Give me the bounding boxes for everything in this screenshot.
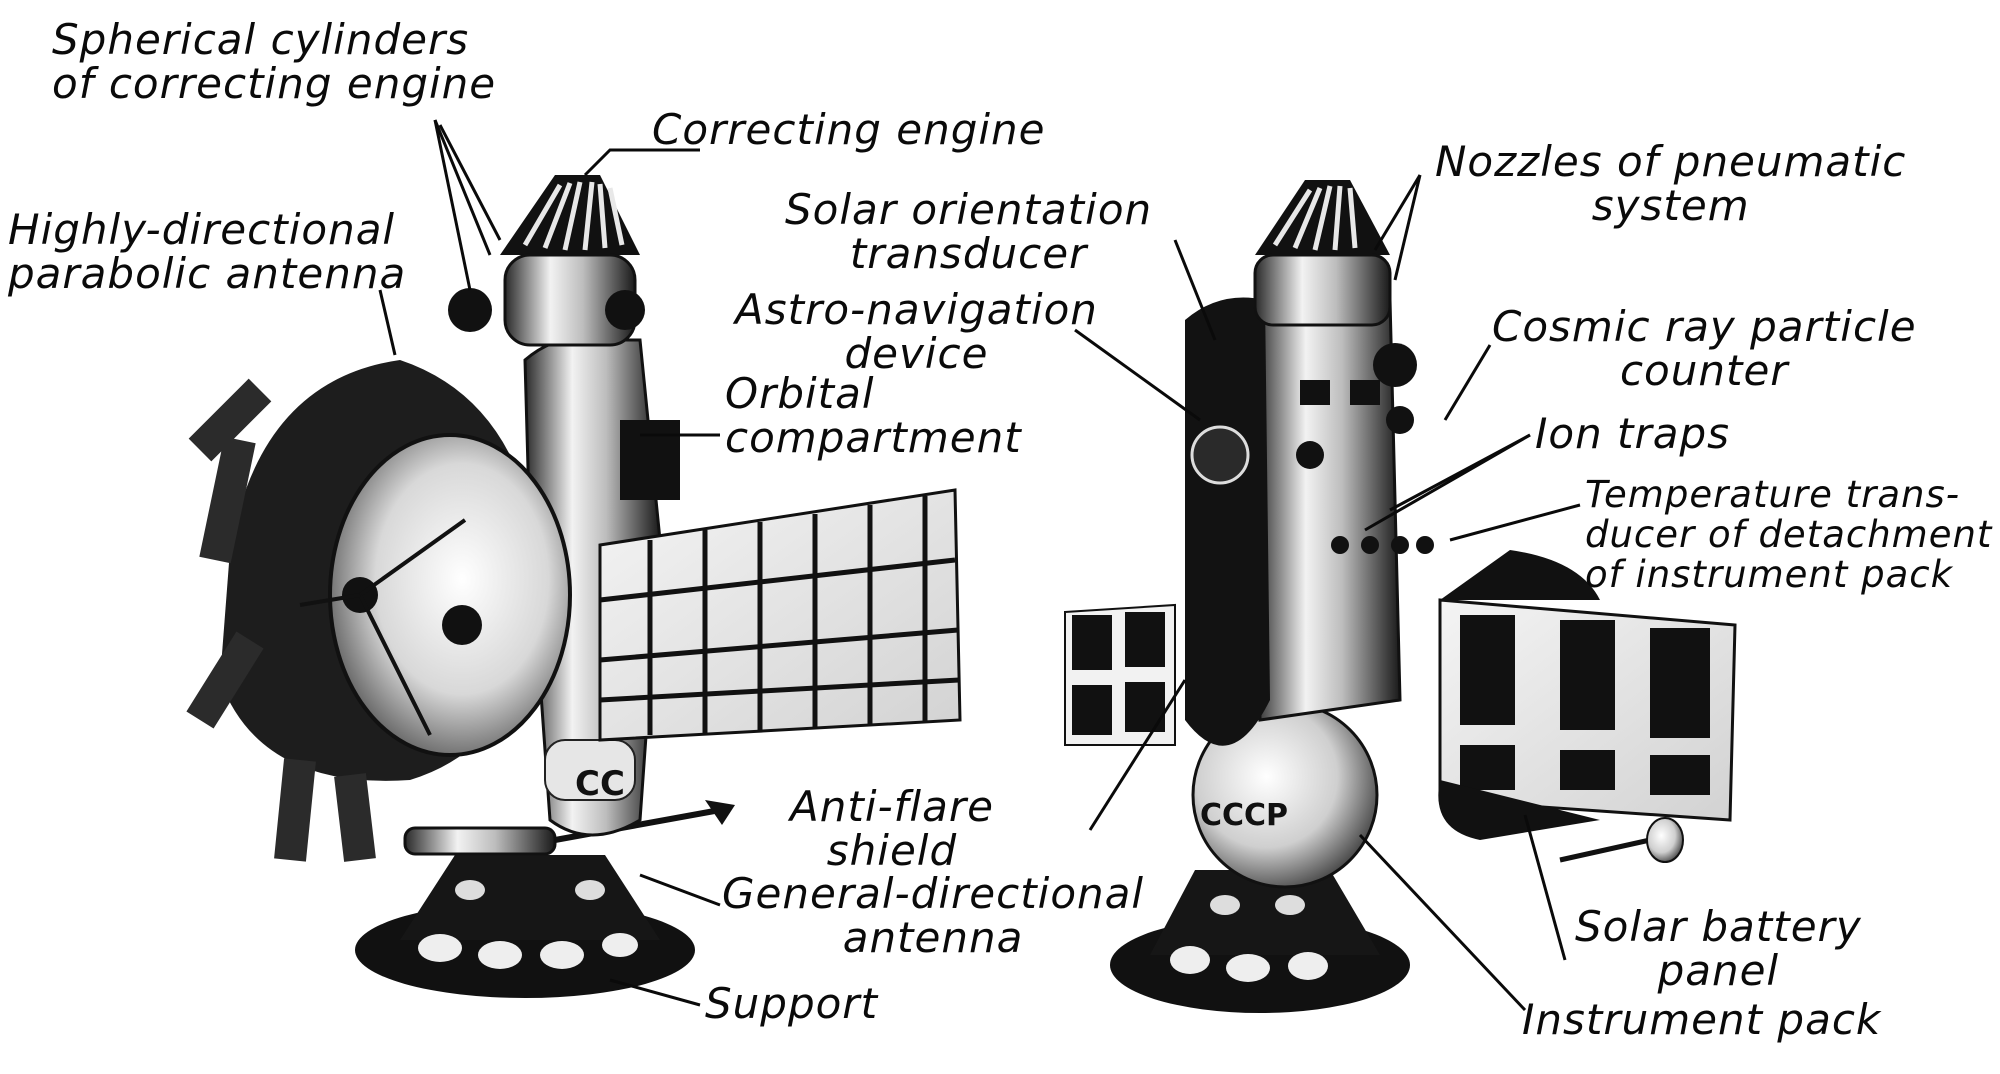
left-correcting-engine — [448, 175, 645, 347]
label-orbital-compartment: Orbital compartment — [725, 369, 1022, 462]
label-correcting-engine: Correcting engine — [652, 105, 1046, 154]
label-astro-navigation: Astro-navigation device — [735, 285, 1098, 378]
right-craft-marking: CCCP — [1200, 798, 1288, 833]
right-support — [1110, 870, 1410, 1013]
label-solar-battery-panel: Solar battery panel — [1575, 902, 1862, 995]
leader-lines — [378, 119, 1581, 1012]
label-instrument-pack: Instrument pack — [1522, 995, 1882, 1044]
right-body — [1253, 298, 1434, 722]
left-solar-panel — [598, 488, 962, 742]
right-anti-flare-shield — [1185, 297, 1270, 746]
label-support: Support — [705, 979, 879, 1028]
left-craft-marking: CC — [575, 764, 625, 804]
left-parabolic-antenna — [186, 360, 572, 862]
label-cosmic-ray: Cosmic ray particle counter — [1492, 302, 1917, 395]
label-ion-traps: Ion traps — [1535, 409, 1731, 458]
left-support — [355, 855, 695, 998]
right-solar-panel — [1438, 550, 1737, 863]
label-parabolic-antenna: Highly-directional parabolic antenna — [8, 205, 407, 298]
right-correcting-engine — [1253, 180, 1417, 434]
label-spherical-cylinders: Spherical cylinders of correcting engine — [52, 15, 497, 108]
left-spacecraft: CC — [186, 175, 962, 998]
right-spacecraft: CCCP — [1064, 180, 1737, 1013]
label-solar-orientation: Solar orientation transducer — [785, 185, 1153, 278]
label-temperature-transducer: Temperature trans- ducer of detachment o… — [1585, 473, 1993, 596]
label-nozzles: Nozzles of pneumatic system — [1435, 137, 1907, 230]
label-anti-flare-shield: Anti-flare shield — [790, 782, 994, 875]
label-general-antenna: General-directional antenna — [722, 869, 1145, 962]
